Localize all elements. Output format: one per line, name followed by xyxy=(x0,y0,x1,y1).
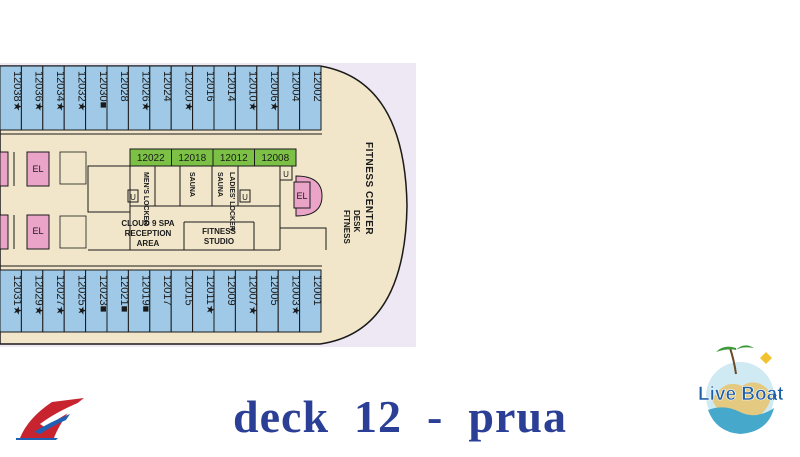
cabin-12025: 12025★ xyxy=(63,269,87,333)
cabin-number: 12005 xyxy=(268,275,280,306)
cabin-number: 12010★ xyxy=(247,71,259,112)
cabin-row-green: 12022 12018 12012 12008 xyxy=(129,148,297,167)
cabin-number: 12004 xyxy=(289,71,301,102)
cabin-12032: 12032★ xyxy=(63,65,87,131)
cabin-12024: 12024 xyxy=(149,65,173,131)
cabin-12036: 12036★ xyxy=(20,65,45,131)
cabin-12006: 12006★ xyxy=(256,65,280,131)
cabin-number: 12012 xyxy=(220,153,248,164)
sauna-right-label: SAUNA xyxy=(216,172,223,197)
fitness-elevator: EL xyxy=(293,175,323,217)
cabin-12028: 12028 xyxy=(106,65,130,131)
spa-interior xyxy=(87,165,327,251)
cabin-12023: 12023■ xyxy=(85,269,109,333)
ladies-locker-label: LADIES' LOCKER xyxy=(228,172,235,231)
cabin-12002: 12002 xyxy=(299,65,323,131)
cabin-12018: 12018 xyxy=(171,148,214,167)
cabin-number: 12022 xyxy=(137,153,165,164)
cabin-12038: 12038★ xyxy=(0,65,23,131)
cabin-number: 12020★ xyxy=(182,71,194,112)
liveboat-logo: Live Boat .it xyxy=(698,345,784,434)
cabin-number: 12023■ xyxy=(97,275,109,312)
cabin-12005: 12005 xyxy=(256,269,280,333)
sauna-left-label: SAUNA xyxy=(188,172,195,197)
cabin-number: 12006★ xyxy=(268,71,280,112)
cabin-number: 12016 xyxy=(204,71,216,102)
cabin-12003: 12003★ xyxy=(277,269,301,333)
cabin-number: 12008 xyxy=(261,153,289,164)
fitness-desk-label: FITNESSDESK xyxy=(342,210,361,244)
cabin-number: 12009 xyxy=(225,275,237,306)
cabin-number: 12019■ xyxy=(140,275,152,312)
cabin-number: 12038★ xyxy=(11,71,23,112)
cabin-number: 12015 xyxy=(182,275,194,306)
cabin-12020: 12020★ xyxy=(170,65,194,131)
cabin-12019: 12019■ xyxy=(127,269,152,333)
cabin-number: 12030■ xyxy=(97,71,109,108)
cabin-12029: 12029★ xyxy=(20,269,45,333)
liveboat-logo-suffix: .it xyxy=(770,392,778,402)
cabin-number: 12003★ xyxy=(289,275,301,316)
cabin-12001: 12001 xyxy=(299,269,323,333)
locker-u-label: U xyxy=(283,170,289,179)
cabin-12004: 12004 xyxy=(277,65,301,131)
cabin-12010: 12010★ xyxy=(234,65,259,131)
cabin-12011: 12011★ xyxy=(192,269,216,333)
cabin-number: 12018 xyxy=(178,153,206,164)
cabin-12034: 12034★ xyxy=(42,65,66,131)
cabin-12015: 12015 xyxy=(170,269,194,333)
elevator-bank-top-left: EL xyxy=(0,151,50,187)
cabin-12027: 12027★ xyxy=(42,269,66,333)
mens-locker-label: MEN'S LOCKER xyxy=(142,172,149,225)
cabin-number: 12021■ xyxy=(118,275,130,312)
fitness-center-label: FITNESS CENTER xyxy=(363,142,374,235)
elevator-label: EL xyxy=(32,164,43,174)
cabin-number: 12029★ xyxy=(33,275,45,316)
cabin-number: 12024 xyxy=(161,71,173,102)
cabin-12007: 12007★ xyxy=(234,269,259,333)
cabin-number: 12026★ xyxy=(140,71,152,112)
cabin-number: 12011★ xyxy=(204,275,216,315)
cabin-12017: 12017 xyxy=(149,269,173,333)
cabin-number: 12028 xyxy=(118,71,130,102)
elevator-label: EL xyxy=(296,191,307,201)
carnival-funnel-logo xyxy=(16,398,84,440)
cabin-number: 12017 xyxy=(161,275,173,306)
elevator-bank-bottom-left: EL xyxy=(0,214,50,250)
cabin-number: 12001 xyxy=(311,275,323,306)
cabin-number: 12032★ xyxy=(75,71,87,112)
cabin-12031: 12031★ xyxy=(0,269,23,333)
cabin-number: 12036★ xyxy=(33,71,45,112)
locker-u-label: U xyxy=(130,193,136,202)
cabin-number: 12027★ xyxy=(54,275,66,316)
cabin-number: 12034★ xyxy=(54,71,66,112)
cabin-12021: 12021■ xyxy=(106,269,130,333)
elevator-label: EL xyxy=(32,226,43,236)
deck-caption: deck 12 - prua xyxy=(233,391,567,442)
cabin-number: 12031★ xyxy=(11,275,23,316)
cabin-number: 12007★ xyxy=(247,275,259,316)
deck-plan: 12038★ 12036★ 12034★ 12032★ 12030■ 12028 12026… xyxy=(0,63,416,347)
cabin-row-bottom: 12031★ 12029★ 12027★ 12025★ 12023■ 12021■ 1201… xyxy=(0,269,323,333)
cabin-row-top: 12038★ 12036★ 12034★ 12032★ 12030■ 12028 12026… xyxy=(0,65,323,131)
cabin-number: 12025★ xyxy=(75,275,87,316)
staircase xyxy=(59,151,87,249)
cabin-12026: 12026★ xyxy=(127,65,152,131)
cabin-number: 12014 xyxy=(225,71,237,102)
cabin-12014: 12014 xyxy=(213,65,237,131)
cabin-12022: 12022 xyxy=(129,148,172,167)
liveboat-logo-text: Live Boat xyxy=(698,384,784,405)
cabin-12016: 12016 xyxy=(192,65,216,131)
cabin-12008: 12008 xyxy=(254,148,297,167)
cabin-12030: 12030■ xyxy=(85,65,109,131)
cabin-12009: 12009 xyxy=(213,269,237,333)
locker-u-label: U xyxy=(242,193,248,202)
cabin-12012: 12012 xyxy=(212,148,255,167)
cabin-number: 12002 xyxy=(311,71,323,102)
